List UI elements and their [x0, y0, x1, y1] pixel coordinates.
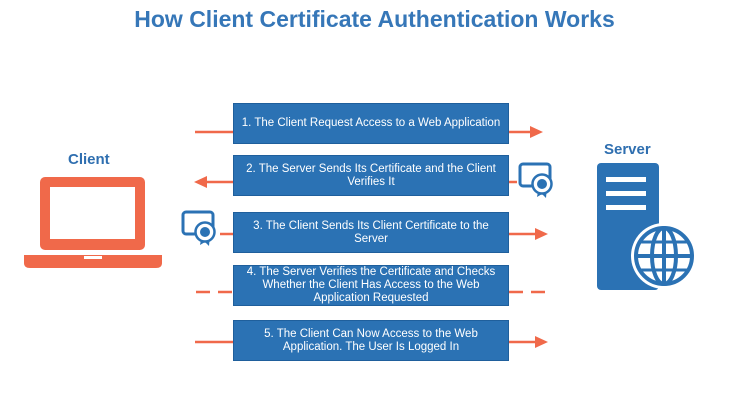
server-label: Server: [604, 141, 651, 158]
step-3-box: 3. The Client Sends Its Client Certifica…: [233, 212, 509, 253]
arrow-step-3: [220, 228, 548, 240]
step-1-box: 1. The Client Request Access to a Web Ap…: [233, 103, 509, 144]
laptop-icon: [24, 177, 162, 268]
arrow-step-2: [194, 176, 517, 188]
globe-icon: [631, 223, 697, 289]
diagram-title: How Client Certificate Authentication Wo…: [134, 6, 615, 32]
arrow-step-5: [195, 336, 548, 348]
step-4-box: 4. The Server Verifies the Certificate a…: [233, 265, 509, 306]
step-5-box: 5. The Client Can Now Access to the Web …: [233, 320, 509, 361]
step-2-box: 2. The Server Sends Its Certificate and …: [233, 155, 509, 196]
certificate-icon-server: [518, 162, 553, 200]
certificate-icon-client: [181, 210, 216, 248]
client-label: Client: [68, 151, 110, 168]
arrow-step-1: [195, 126, 543, 138]
